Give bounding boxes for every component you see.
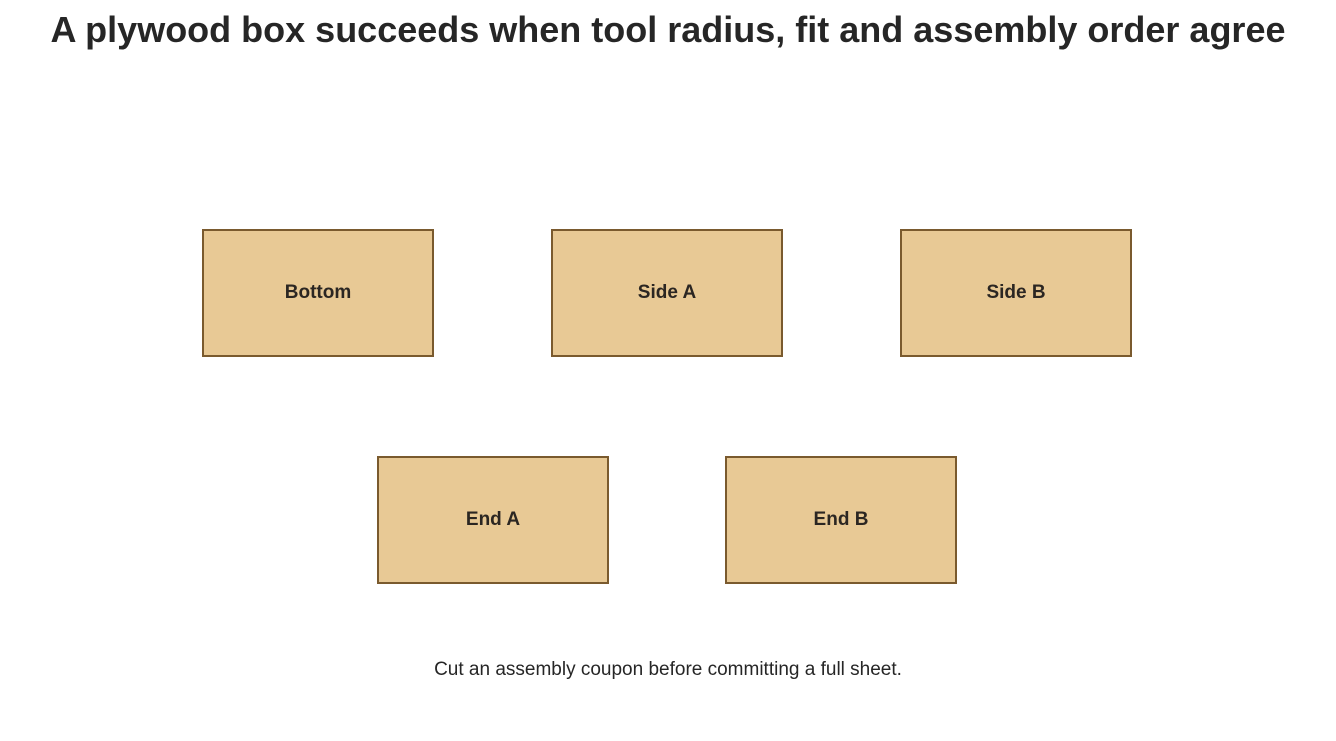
panel-end-b: End B [725, 456, 957, 584]
panel-side-a: Side A [551, 229, 783, 357]
panel-side-b: Side B [900, 229, 1132, 357]
panel-label: Side A [637, 282, 697, 303]
page-title: A plywood box succeeds when tool radius,… [50, 9, 1286, 50]
panel-label: End A [465, 509, 521, 530]
caption: Cut an assembly coupon before committing… [434, 659, 902, 680]
panel-label: Side B [986, 282, 1046, 303]
panel-end-a: End A [377, 456, 609, 584]
panel-label: Bottom [284, 282, 352, 303]
panel-bottom: Bottom [202, 229, 434, 357]
panel-label: End B [813, 509, 869, 530]
